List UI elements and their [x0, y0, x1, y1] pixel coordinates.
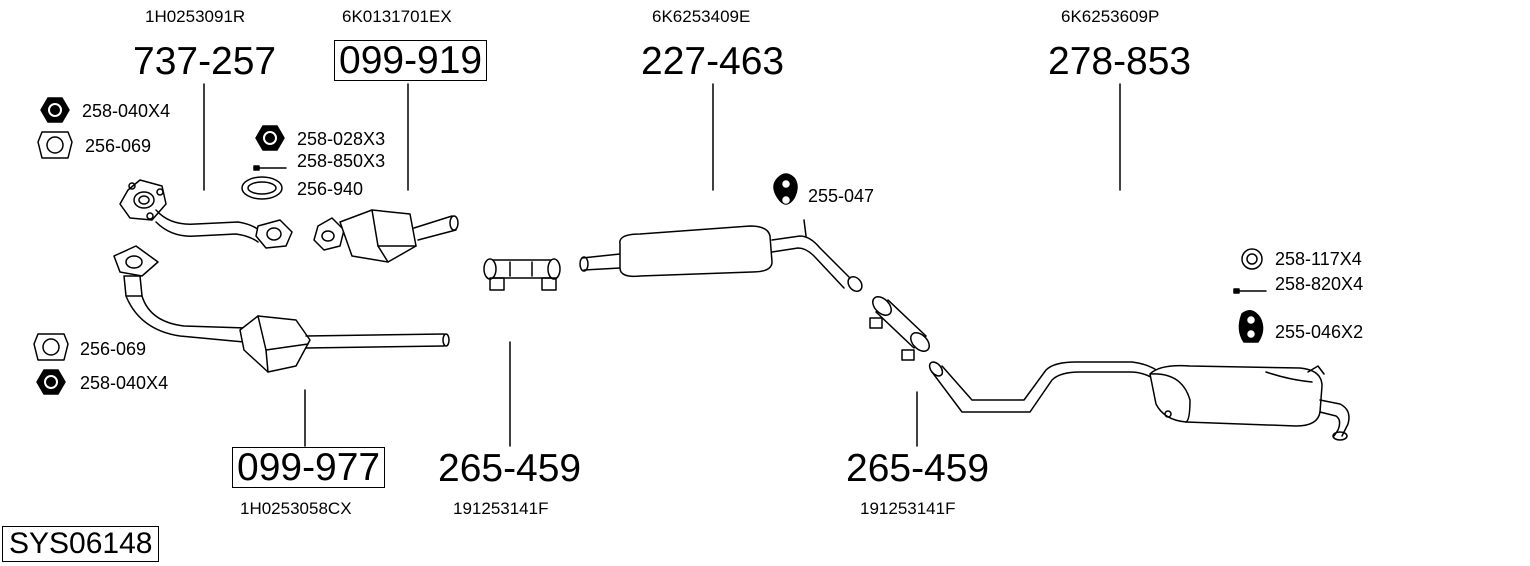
- part-number[interactable]: 278-853: [1048, 40, 1192, 83]
- nut-icon: [40, 97, 70, 123]
- hardware-code[interactable]: 258-028X3: [297, 129, 386, 149]
- hardware-code[interactable]: 255-047: [808, 186, 875, 206]
- ring-gasket-icon: [241, 176, 283, 200]
- bolt-icon: [1233, 288, 1267, 294]
- rubber-hanger-icon: [1238, 310, 1264, 343]
- part-number[interactable]: 265-459: [438, 447, 582, 490]
- system-code: SYS06148: [2, 526, 160, 562]
- nut-icon: [36, 369, 66, 395]
- hardware-code[interactable]: 258-820X4: [1275, 274, 1364, 294]
- hardware-code[interactable]: 256-069: [85, 136, 152, 156]
- catalytic-converter-099-919: [313, 209, 459, 263]
- nut-icon: [255, 125, 285, 151]
- clamp-265-459-right: [869, 296, 930, 361]
- front-pipe-737-257: [119, 179, 293, 249]
- oem-number: 191253141F: [860, 499, 956, 518]
- part-number[interactable]: 099-919: [334, 40, 488, 81]
- hardware-code[interactable]: 256-940: [297, 179, 364, 199]
- hardware-code[interactable]: 258-850X3: [297, 151, 386, 171]
- hardware-code[interactable]: 258-040X4: [82, 101, 171, 121]
- rear-muffler-278-853: [928, 361, 1350, 441]
- clamp-265-459-left: [483, 258, 561, 291]
- hardware-code[interactable]: 258-040X4: [80, 373, 169, 393]
- flange-gasket-icon: [33, 333, 69, 361]
- washer-icon: [1241, 248, 1263, 270]
- oem-number: 6K6253609P: [1061, 7, 1160, 26]
- part-number[interactable]: 099-977: [232, 447, 386, 488]
- center-muffler-227-463: [579, 219, 863, 292]
- hardware-code[interactable]: 256-069: [80, 339, 147, 359]
- oem-number: 191253141F: [453, 499, 549, 518]
- part-number[interactable]: 265-459: [846, 447, 990, 490]
- part-number[interactable]: 227-463: [641, 40, 785, 83]
- flange-gasket-icon: [37, 131, 73, 159]
- oem-number: 6K6253409E: [652, 7, 751, 26]
- rubber-hanger-icon: [773, 173, 798, 205]
- oem-number: 6K0131701EX: [342, 7, 452, 26]
- part-number[interactable]: 737-257: [133, 40, 277, 83]
- hardware-code[interactable]: 255-046X2: [1275, 322, 1364, 342]
- bolt-icon: [253, 165, 287, 171]
- hardware-code[interactable]: 258-117X4: [1275, 249, 1362, 269]
- leader-lines: [203, 83, 1121, 447]
- oem-number: 1H0253058CX: [240, 499, 352, 518]
- oem-number: 1H0253091R: [145, 7, 246, 26]
- catalytic-converter-099-977: [113, 245, 450, 373]
